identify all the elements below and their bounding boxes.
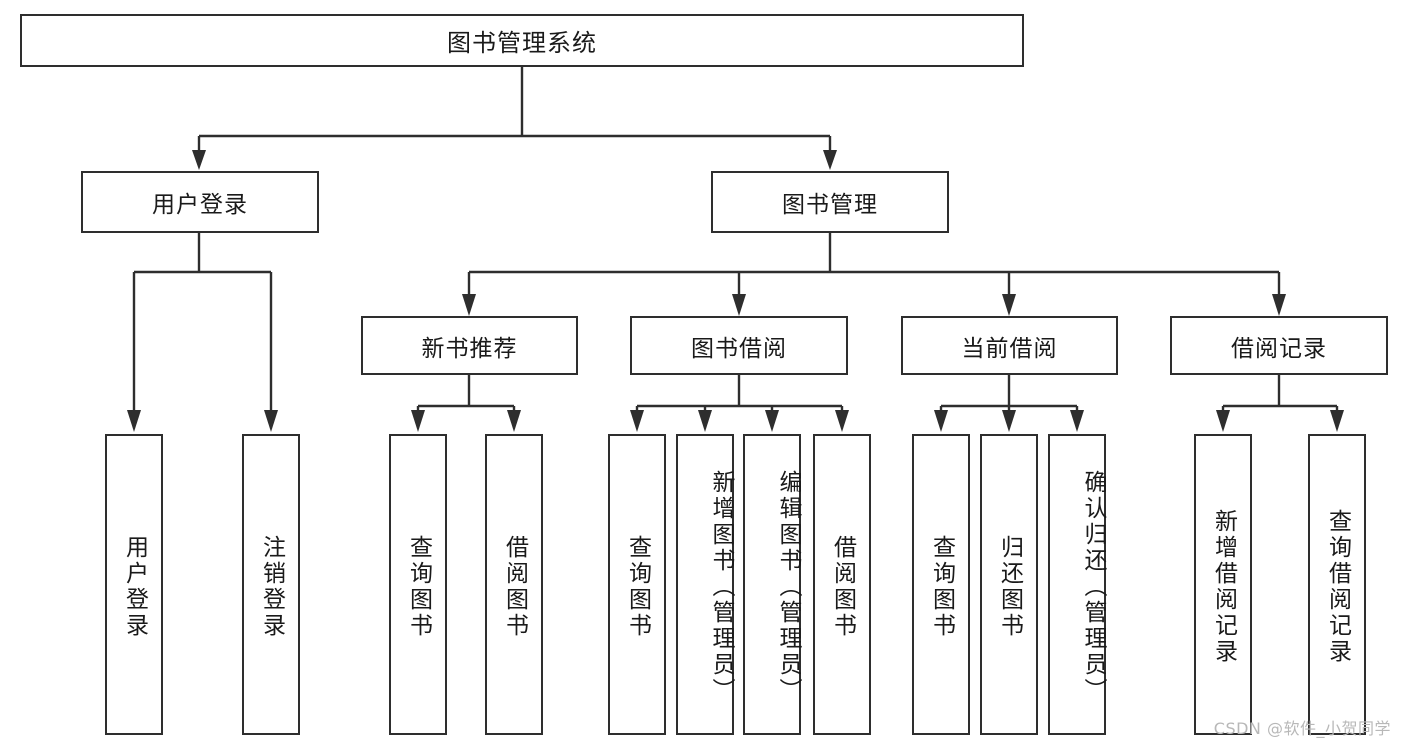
node-borrow-records[interactable]: 借阅记录 bbox=[1170, 316, 1388, 375]
leaf-records-query-record[interactable]: 查询借阅记录 bbox=[1308, 434, 1366, 735]
node-new-book-recommend[interactable]: 新书推荐 bbox=[361, 316, 578, 375]
leaf-borrow-borrow-book[interactable]: 借阅图书 bbox=[813, 434, 871, 735]
leaf-borrow-query-book[interactable]: 查询图书 bbox=[608, 434, 666, 735]
node-book-management[interactable]: 图书管理 bbox=[711, 171, 949, 233]
leaf-recommend-query-book[interactable]: 查询图书 bbox=[389, 434, 447, 735]
node-user-login[interactable]: 用户登录 bbox=[81, 171, 319, 233]
leaf-borrow-edit-book-admin[interactable]: 编辑图书（管理员） bbox=[743, 434, 801, 735]
leaf-current-confirm-return-admin[interactable]: 确认归还（管理员） bbox=[1048, 434, 1106, 735]
leaf-current-query-book[interactable]: 查询图书 bbox=[912, 434, 970, 735]
leaf-user-login-logout[interactable]: 注销登录 bbox=[242, 434, 300, 735]
leaf-borrow-add-book-admin[interactable]: 新增图书（管理员） bbox=[676, 434, 734, 735]
watermark: CSDN @软件_小贺同学 bbox=[1213, 719, 1391, 738]
node-root-system[interactable]: 图书管理系统 bbox=[20, 14, 1024, 67]
leaf-records-add-record[interactable]: 新增借阅记录 bbox=[1194, 434, 1252, 735]
leaf-user-login-login[interactable]: 用户登录 bbox=[105, 434, 163, 735]
node-current-borrow[interactable]: 当前借阅 bbox=[901, 316, 1118, 375]
leaf-current-return-book[interactable]: 归还图书 bbox=[980, 434, 1038, 735]
node-book-borrow[interactable]: 图书借阅 bbox=[630, 316, 848, 375]
leaf-recommend-borrow-book[interactable]: 借阅图书 bbox=[485, 434, 543, 735]
